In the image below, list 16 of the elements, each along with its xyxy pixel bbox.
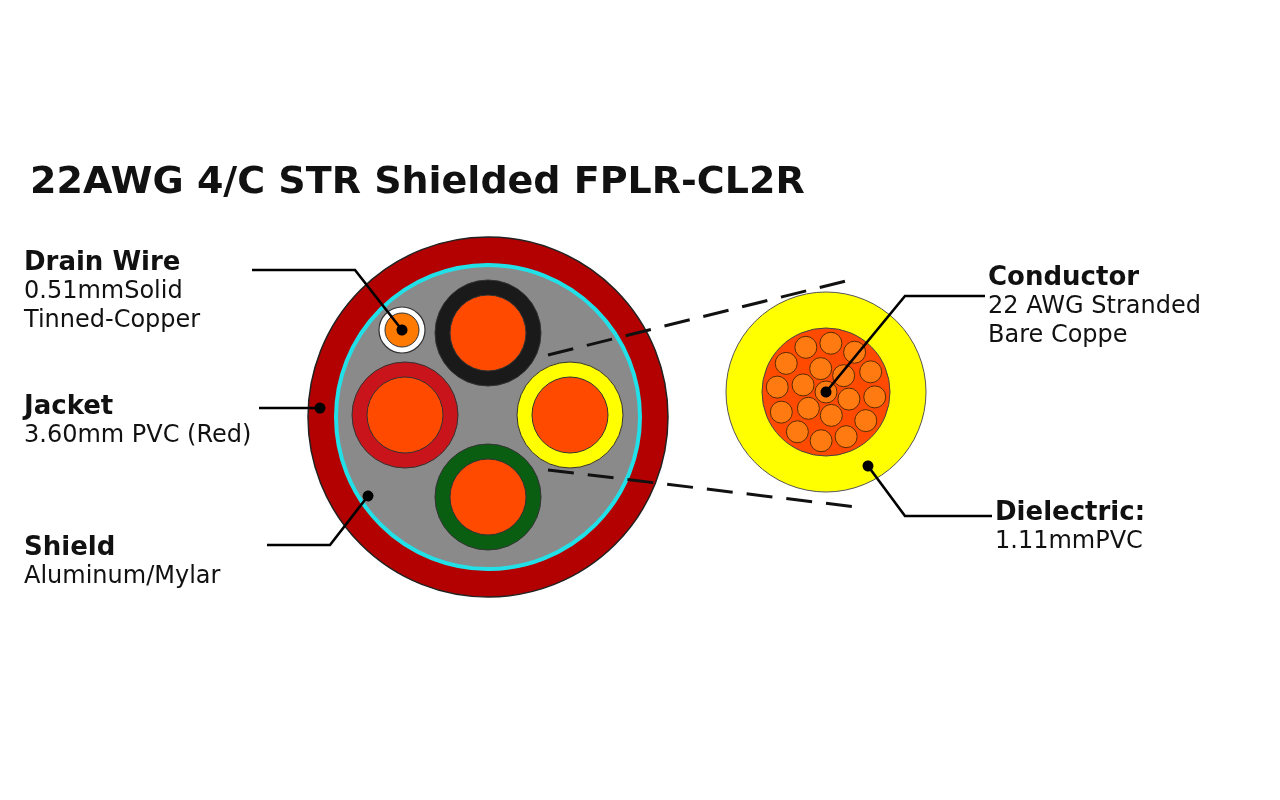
part-spec: 0.51mmSolid Tinned-Copper	[24, 276, 202, 334]
leader-line	[820, 294, 985, 398]
leader-line	[862, 460, 992, 518]
part-spec: 1.11mmPVC	[995, 526, 1144, 555]
part-name: Jacket	[24, 390, 115, 420]
leader-line	[259, 402, 326, 414]
part-spec: 22 AWG Stranded Bare Coppe	[988, 291, 1202, 349]
leader-line	[267, 490, 374, 547]
part-name: Drain Wire	[24, 246, 182, 276]
part-spec: 3.60mm PVC (Red)	[24, 420, 253, 449]
part-spec: Aluminum/Mylar	[24, 561, 222, 590]
diagram-title: 22AWG 4/C STR Shielded FPLR-CL2R	[30, 158, 805, 202]
part-name: Shield	[24, 531, 117, 561]
leader-line	[252, 268, 408, 336]
part-name: Conductor	[988, 261, 1141, 291]
part-name: Dielectric:	[995, 496, 1147, 526]
